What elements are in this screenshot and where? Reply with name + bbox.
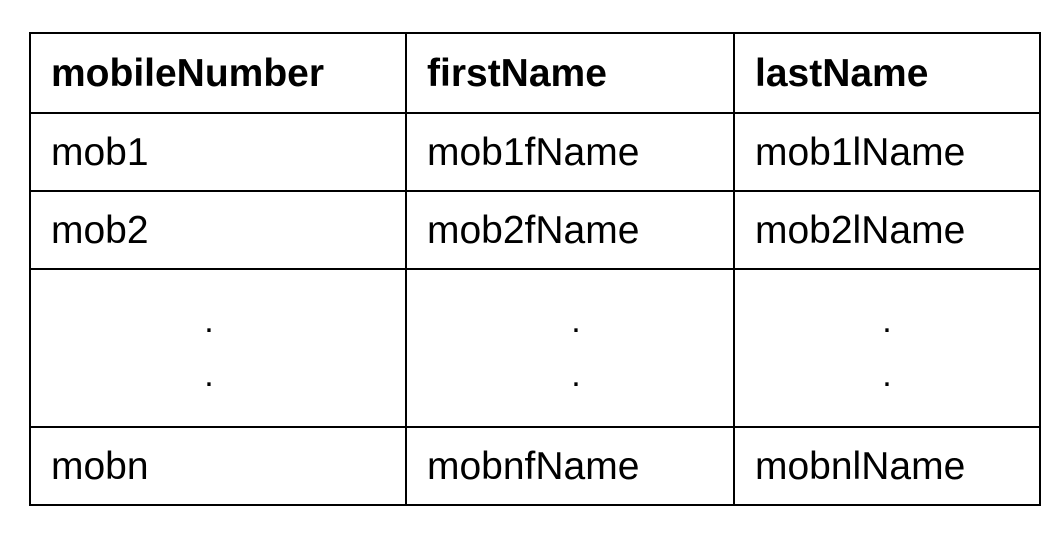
ellipsis-dot: . <box>204 302 214 340</box>
ellipsis-dot: . <box>882 356 892 394</box>
vertical-ellipsis: . . <box>736 302 1038 394</box>
header-cell-last-name: lastName <box>733 32 1041 114</box>
table-row: mob2 mob2fName mob2lName <box>29 190 1041 270</box>
cell-last-name: mob1lName <box>733 112 1041 192</box>
cell-first-name: mob2fName <box>405 190 735 270</box>
ellipsis-row: . . . . . . <box>29 268 1041 428</box>
header-row: mobileNumber firstName lastName <box>29 32 1041 114</box>
table-row-last: mobn mobnfName mobnlName <box>29 426 1041 506</box>
cell-first-name: mobnfName <box>405 426 735 506</box>
cell-last-name: mob2lName <box>733 190 1041 270</box>
header-cell-first-name: firstName <box>405 32 735 114</box>
ellipsis-dot: . <box>204 356 214 394</box>
cell-first-name: mob1fName <box>405 112 735 192</box>
ellipsis-dot: . <box>571 356 581 394</box>
ellipsis-cell: . . <box>733 268 1041 428</box>
ellipsis-cell: . . <box>29 268 407 428</box>
vertical-ellipsis: . . <box>419 302 732 394</box>
ellipsis-dot: . <box>571 302 581 340</box>
table-row: mob1 mob1fName mob1lName <box>29 112 1041 192</box>
cell-mobile-number: mob2 <box>29 190 407 270</box>
data-table: mobileNumber firstName lastName mob1 mob… <box>29 32 1041 506</box>
cell-mobile-number: mob1 <box>29 112 407 192</box>
header-cell-mobile-number: mobileNumber <box>29 32 407 114</box>
ellipsis-cell: . . <box>405 268 735 428</box>
vertical-ellipsis: . . <box>33 302 385 394</box>
ellipsis-dot: . <box>882 302 892 340</box>
cell-last-name: mobnlName <box>733 426 1041 506</box>
cell-mobile-number: mobn <box>29 426 407 506</box>
